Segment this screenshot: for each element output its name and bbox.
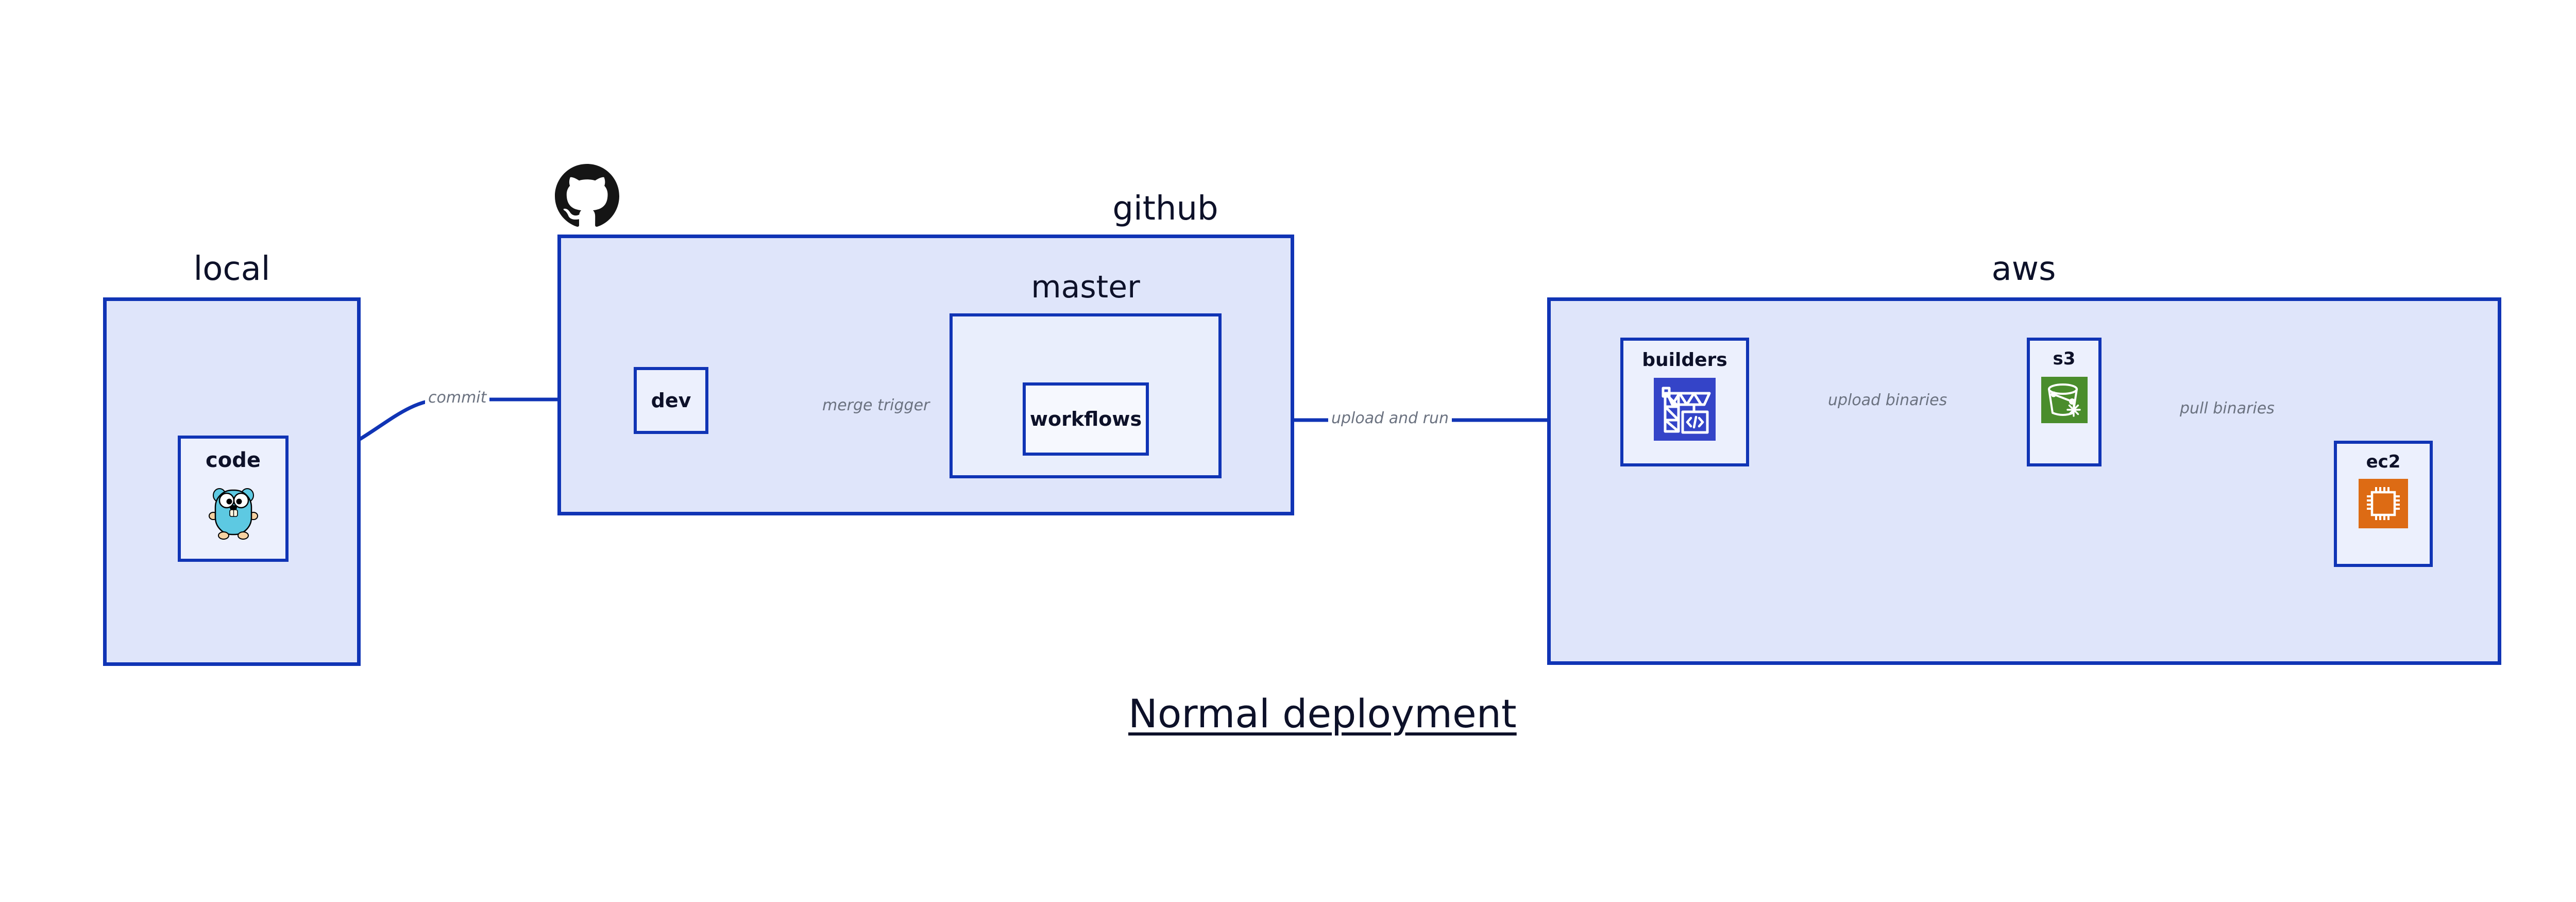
group-master-label: master [1031, 269, 1140, 305]
node-workflows-label: workflows [1029, 408, 1142, 430]
aws-s3-bucket-icon [2041, 377, 2088, 423]
node-code[interactable]: code [178, 436, 289, 562]
aws-codebuild-crane-icon [1654, 378, 1716, 441]
node-code-label: code [206, 448, 261, 472]
edge-label-commit: commit [425, 390, 490, 406]
aws-ec2-chip-icon [2359, 479, 2408, 528]
edge-label-upload-and-run: upload and run [1328, 411, 1452, 426]
node-s3-label: s3 [2053, 348, 2076, 369]
node-s3[interactable]: s3 [2027, 338, 2102, 466]
github-octocat-logo [555, 164, 619, 228]
node-builders-label: builders [1642, 349, 1727, 371]
edge-label-upload-binaries: upload binaries [1825, 393, 1951, 408]
group-aws-label: aws [1991, 250, 2056, 288]
node-workflows[interactable]: workflows [1023, 382, 1149, 456]
node-ec2-label: ec2 [2366, 452, 2401, 472]
go-gopher-icon [205, 479, 262, 541]
edge-label-merge-trigger: merge trigger [819, 398, 933, 413]
node-ec2[interactable]: ec2 [2334, 441, 2433, 567]
edge-label-pull-binaries: pull binaries [2177, 401, 2278, 416]
node-builders[interactable]: builders [1620, 338, 1749, 466]
node-dev-label: dev [651, 389, 691, 412]
diagram-title: Normal deployment [1128, 691, 1517, 737]
group-local-label: local [193, 250, 270, 288]
group-github-label: github [1112, 190, 1218, 228]
node-dev[interactable]: dev [634, 367, 708, 434]
